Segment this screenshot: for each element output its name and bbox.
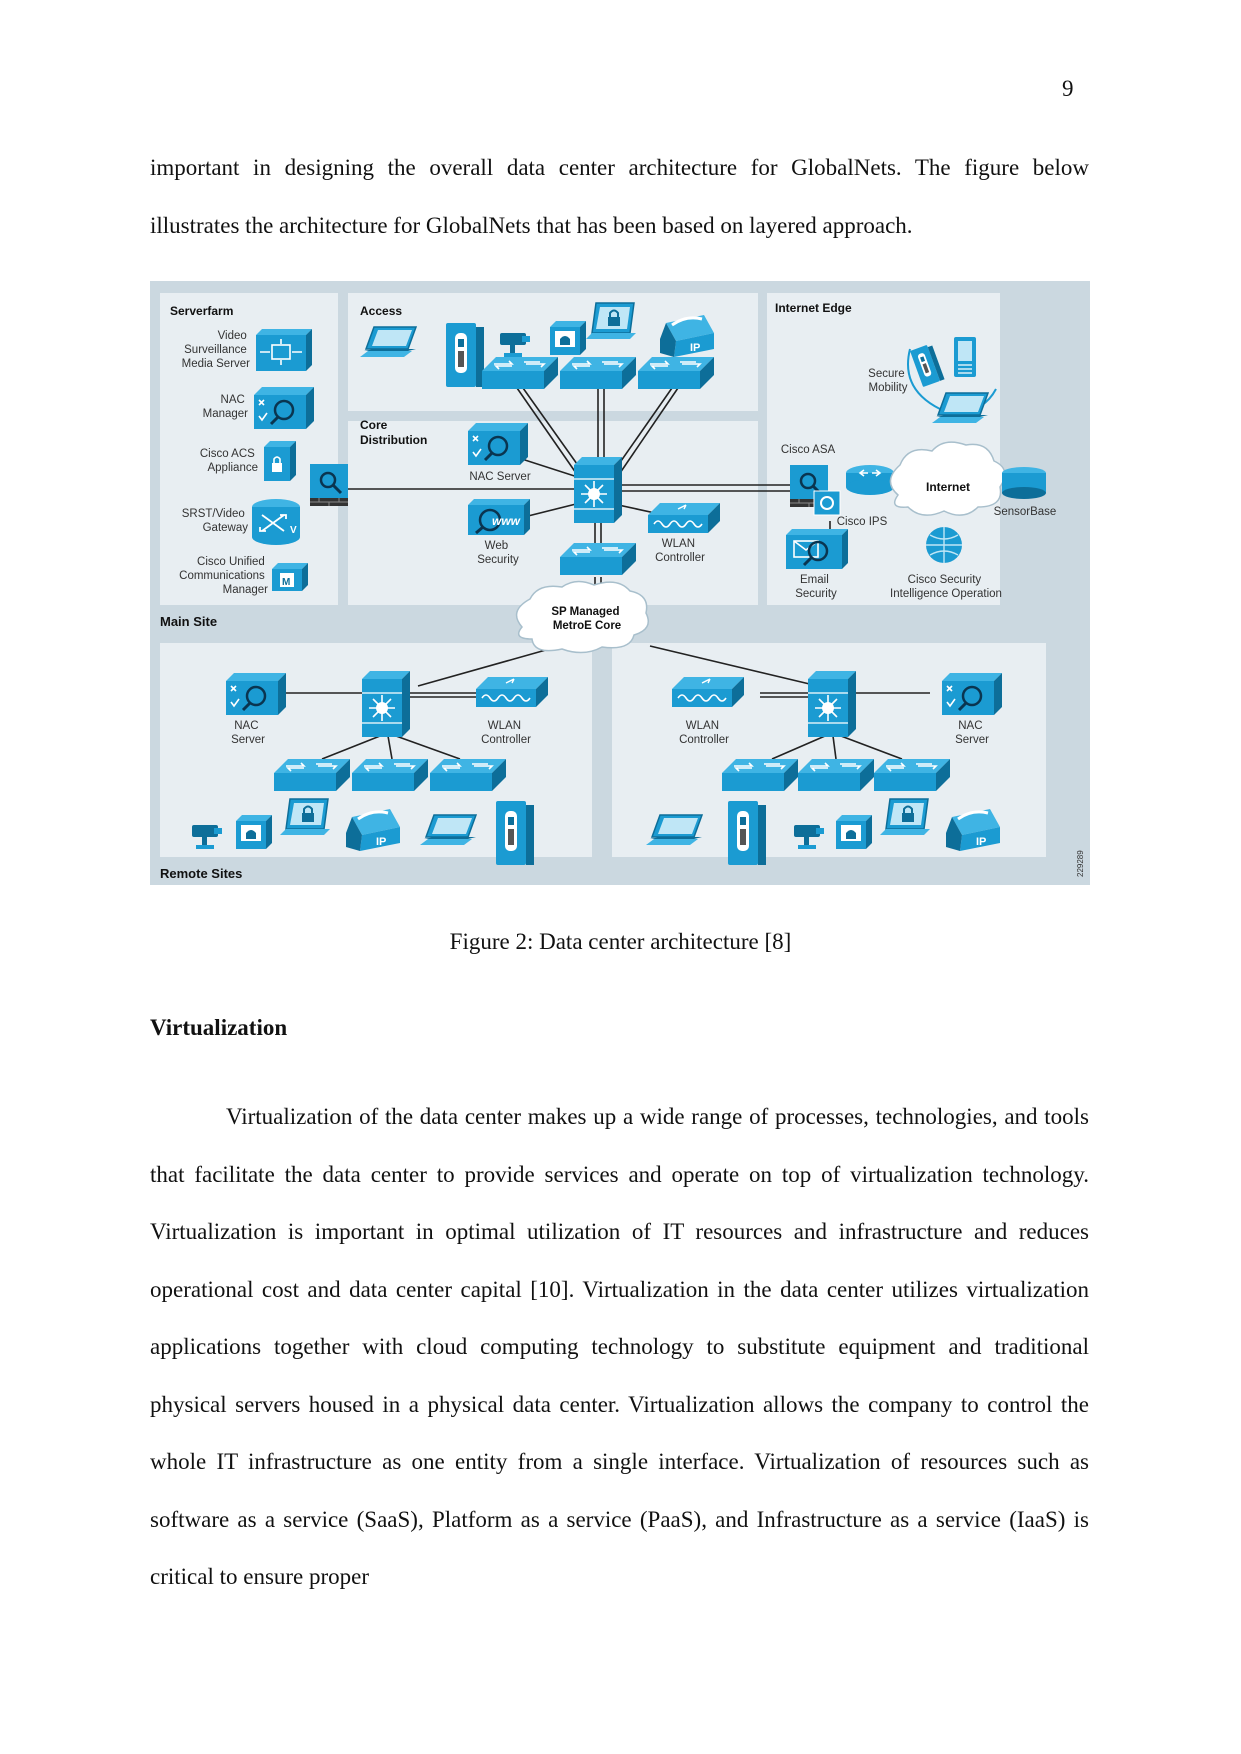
remote-right-wlan-icon bbox=[671, 676, 745, 708]
access-video-phone-icon bbox=[550, 321, 586, 355]
architecture-diagram: Serverfarm Access Core Distribution Inte… bbox=[150, 281, 1090, 885]
video-server-icon bbox=[256, 329, 312, 371]
remote-sites-label: Remote Sites bbox=[160, 866, 242, 881]
remote-left-access-switch-3-icon bbox=[429, 758, 507, 792]
remote-right-video-phone-icon bbox=[836, 815, 872, 849]
paragraph-intro: important in designing the overall data … bbox=[150, 155, 1089, 238]
sensorbase-label: SensorBase bbox=[994, 506, 1057, 518]
email-security-icon bbox=[786, 529, 848, 569]
ip-badge: IP bbox=[690, 342, 700, 354]
acs-appliance-icon bbox=[264, 441, 296, 481]
remote-right-ip-phone-icon: IP bbox=[944, 807, 1002, 853]
srst-gateway-label: SRST/Video Gateway bbox=[182, 508, 249, 534]
cucm-icon: M bbox=[272, 563, 308, 591]
remote-left-switch-icon bbox=[361, 670, 411, 738]
architecture-figure: Serverfarm Access Core Distribution Inte… bbox=[150, 281, 1090, 885]
core-wlan-controller-icon bbox=[647, 502, 721, 534]
secure-mobility-label: Secure Mobility bbox=[868, 368, 908, 394]
edge-router-icon bbox=[846, 465, 894, 495]
remote-left-wlan-icon bbox=[475, 676, 549, 708]
figure-caption: Figure 2: Data center architecture [8] bbox=[449, 929, 792, 954]
access-switch-1-icon bbox=[481, 356, 559, 390]
nac-server-icon bbox=[466, 421, 530, 467]
main-site-label: Main Site bbox=[160, 614, 217, 629]
v-badge: V bbox=[290, 525, 297, 536]
srst-gateway-icon: V bbox=[252, 499, 300, 545]
cisco-ips-icon bbox=[813, 490, 841, 516]
remote-left-mobile-icon bbox=[496, 801, 534, 865]
nac-manager-label: NAC Manager bbox=[203, 394, 249, 420]
remote-right-wlan-label: WLAN Controller bbox=[679, 720, 729, 746]
core-wlan-label: WLAN Controller bbox=[655, 538, 705, 564]
page-number: 9 bbox=[1062, 76, 1074, 101]
web-security-label: Web Security bbox=[477, 540, 519, 566]
sp-managed-label: SP Managed MetroE Core bbox=[551, 606, 622, 632]
remote-left-ip-phone-icon: IP bbox=[344, 807, 402, 853]
web-security-icon: www bbox=[468, 499, 530, 535]
ip-badge: IP bbox=[376, 836, 386, 848]
video-surveillance-label: Video Surveillance Media Server bbox=[182, 330, 251, 370]
core-label-2: Distribution bbox=[360, 433, 427, 447]
remote-left-nac-icon bbox=[224, 671, 288, 717]
ip-badge: IP bbox=[976, 836, 986, 848]
remote-links bbox=[278, 645, 930, 760]
remote-right-nac-label: NAC Server bbox=[955, 720, 989, 746]
remote-left-access-switch-2-icon bbox=[351, 758, 429, 792]
remote-right-access-switch-2-icon bbox=[797, 758, 875, 792]
access-ip-phone-icon: IP bbox=[658, 313, 716, 359]
remote-left-video-phone-icon bbox=[236, 815, 272, 849]
section-heading: Virtualization bbox=[150, 1015, 288, 1040]
remote-right-access-switch-3-icon bbox=[873, 758, 951, 792]
paragraph-virtualization: Virtualization of the data center makes … bbox=[150, 1104, 1089, 1589]
remote-left-access-switch-1-icon bbox=[273, 758, 351, 792]
access-switch-3-icon bbox=[637, 356, 715, 390]
remote-left-nac-label: NAC Server bbox=[231, 720, 265, 746]
remote-right-nac-icon bbox=[940, 671, 1004, 717]
remote-right-mobile-icon bbox=[728, 801, 766, 865]
internet-edge-label: Internet Edge bbox=[775, 301, 852, 315]
nac-manager-icon bbox=[252, 385, 316, 431]
mobility-smartphone-icon bbox=[954, 337, 976, 377]
sp-managed-cloud bbox=[515, 580, 649, 654]
access-label: Access bbox=[360, 304, 402, 318]
csio-globe-icon bbox=[926, 527, 962, 563]
serverfarm-firewall-icon bbox=[308, 462, 350, 508]
cisco-asa-label: Cisco ASA bbox=[781, 444, 836, 456]
core-label-1: Core bbox=[360, 418, 388, 432]
nac-server-label: NAC Server bbox=[469, 471, 531, 483]
csio-label: Cisco Security Intelligence Operation bbox=[890, 574, 1002, 600]
cisco-ips-label: Cisco IPS bbox=[837, 516, 888, 528]
cucm-label: Cisco Unified Communications Manager bbox=[179, 556, 268, 596]
access-mobile-icon bbox=[446, 323, 484, 387]
internet-label: Internet bbox=[926, 480, 970, 494]
www-badge: www bbox=[492, 514, 521, 528]
m-badge: M bbox=[282, 577, 290, 588]
distribution-switch-icon bbox=[559, 542, 637, 576]
email-security-label: Email Security bbox=[795, 574, 837, 600]
sensorbase-icon bbox=[1002, 467, 1046, 499]
core-switch-icon bbox=[573, 456, 623, 524]
cisco-acs-label: Cisco ACS Appliance bbox=[200, 448, 258, 474]
serverfarm-label: Serverfarm bbox=[170, 304, 233, 318]
access-switch-2-icon bbox=[559, 356, 637, 390]
figure-code: 229289 bbox=[1076, 850, 1085, 877]
remote-right-access-switch-1-icon bbox=[721, 758, 799, 792]
remote-left-wlan-label: WLAN Controller bbox=[481, 720, 531, 746]
remote-right-switch-icon bbox=[807, 670, 857, 738]
